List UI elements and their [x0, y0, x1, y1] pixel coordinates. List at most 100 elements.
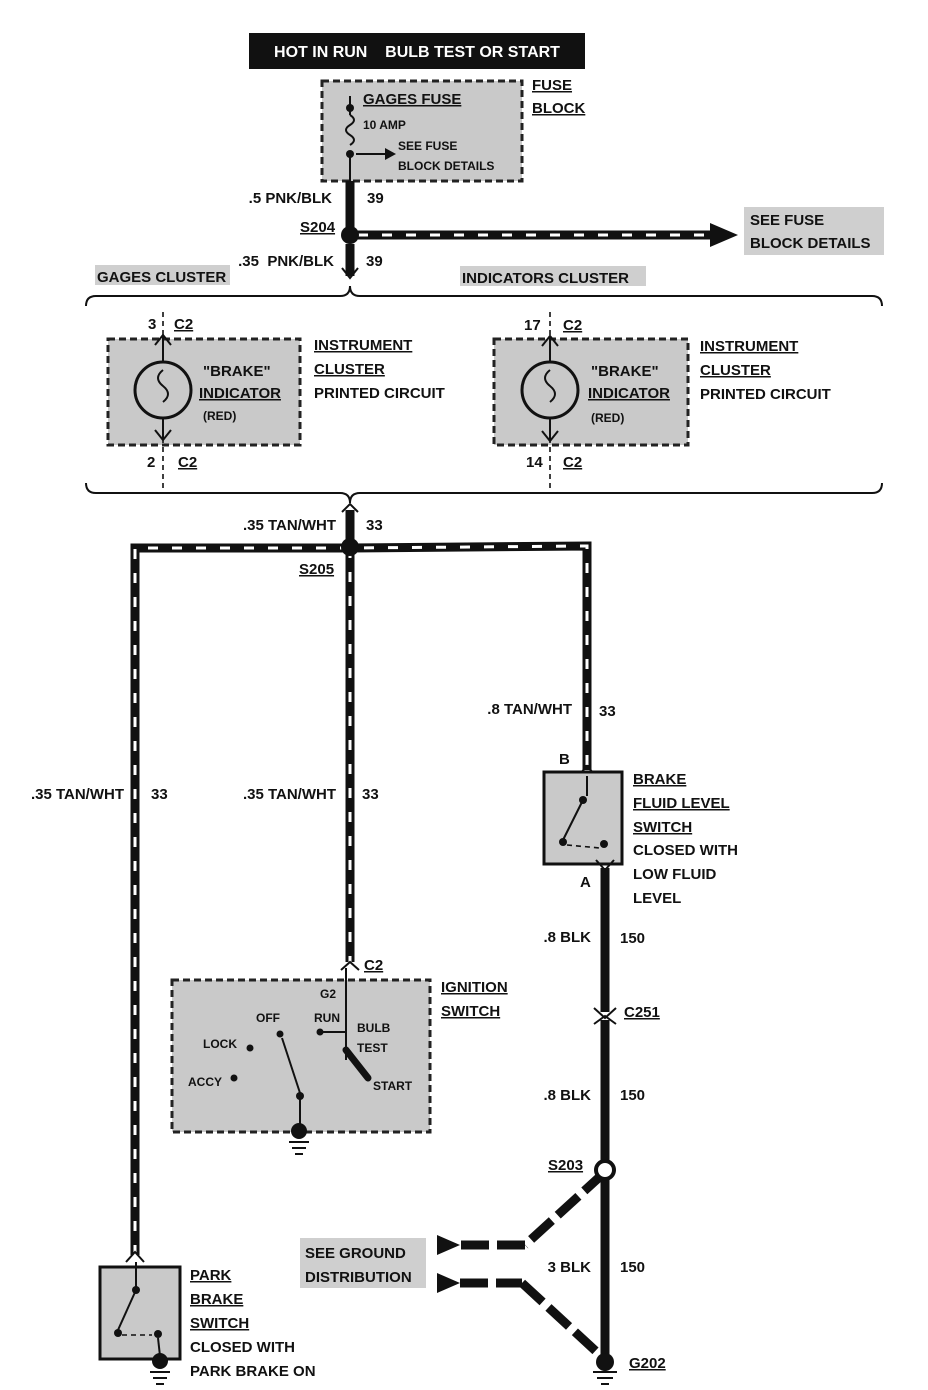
gages-indicator-color: (RED): [203, 409, 236, 423]
ignition-pos-lock: LOCK: [203, 1037, 237, 1051]
brake-fluid-switch-box: [542, 770, 624, 866]
header-title: HOT IN RUN BULB TEST OR START: [274, 44, 560, 61]
brake-fluid-switch-dash: [566, 844, 601, 849]
gages-cluster-label-bg: [95, 265, 230, 285]
brake-fluid-contact-right: [600, 840, 608, 848]
park-brake-label-5: PARK BRAKE ON: [190, 1363, 316, 1380]
wire-blk-2-circuit: 150: [620, 1087, 645, 1104]
indicators-label-3: PRINTED CIRCUIT: [700, 386, 831, 403]
ground-dist-box: [300, 1238, 426, 1288]
indicators-pin-bottom: 14: [526, 454, 543, 471]
ground-dist-2: DISTRIBUTION: [305, 1269, 412, 1286]
wire-left-gauge: .35 TAN/WHT: [31, 786, 124, 803]
wire-mid-circuit: 33: [362, 786, 379, 803]
fuse-block-label-2: BLOCK: [532, 100, 585, 117]
wire-3-gauge: .35 TAN/WHT: [243, 517, 336, 534]
wire-1-gauge: .5 PNK/BLK: [249, 190, 333, 207]
ignition-switch-arm-icon: [281, 1037, 301, 1094]
splice-s204-node: [341, 226, 359, 244]
indicators-indicator-color: (RED): [591, 411, 624, 425]
ignition-conn-label: C2: [364, 957, 383, 974]
wire-left-circuit: 33: [151, 786, 168, 803]
ignition-pos-test: TEST: [357, 1041, 388, 1055]
splice-s203-node: [594, 1159, 616, 1181]
wire-blk-1-circuit: 150: [620, 930, 645, 947]
wire-1-circuit: 39: [367, 190, 384, 207]
see-fuse-details-2: BLOCK DETAILS: [750, 235, 871, 252]
park-brake-contact-bottom: [114, 1329, 122, 1337]
gages-pin-bottom-icon: [154, 429, 172, 442]
gages-pin-top-icon: [154, 333, 172, 346]
wire-tan-wht-bus-stripe: [133, 544, 589, 1255]
brake-fluid-label-6: LEVEL: [633, 890, 681, 907]
cluster-bottom-connector-icon: [341, 502, 359, 513]
indicators-bulb-icon: [520, 360, 580, 420]
brake-fluid-label-5: LOW FLUID: [633, 866, 716, 883]
park-brake-switch-arm-icon: [117, 1289, 137, 1331]
wire-2-circuit: 39: [366, 253, 383, 270]
fuse-block-label-1: FUSE: [532, 77, 572, 94]
gages-pin-top: 3: [148, 316, 156, 333]
fuse-details-arrow-icon: [710, 223, 738, 247]
ignition-ground-node: [291, 1123, 307, 1139]
brake-fluid-label-4: CLOSED WITH: [633, 842, 738, 859]
indicators-cluster-label-bg: [460, 266, 646, 286]
wire-right-circuit: 33: [599, 703, 616, 720]
c251-connector-top-icon: [593, 1007, 617, 1020]
ignition-pos-off: OFF: [256, 1011, 280, 1025]
gages-bulb-icon: [133, 360, 193, 420]
c251-connector-bottom-icon: [593, 1014, 617, 1025]
brake-fluid-label-3: SWITCH: [633, 819, 692, 836]
ignition-label-2: SWITCH: [441, 1003, 500, 1020]
ignition-label-1: IGNITION: [441, 979, 508, 996]
wire-ground-dist-1: [521, 1168, 609, 1249]
brake-fluid-label-2: FLUID LEVEL: [633, 795, 730, 812]
wire-3-circuit: 33: [366, 517, 383, 534]
fuse-node-top: [346, 104, 354, 112]
fuse-detail-1: SEE FUSE: [398, 139, 457, 153]
gages-conn-bottom: C2: [178, 454, 197, 471]
g202-label: G202: [629, 1355, 666, 1372]
gages-fuse-name: GAGES FUSE: [363, 91, 461, 108]
splice-s205-label: S205: [299, 561, 334, 578]
wire-blk-2-gauge: .8 BLK: [543, 1087, 591, 1104]
park-brake-label-1: PARK: [190, 1267, 232, 1284]
ignition-pos-run: RUN: [314, 1011, 340, 1025]
gages-indicator-1: "BRAKE": [203, 363, 271, 380]
ignition-start-contact-icon: [342, 1046, 372, 1082]
fuse-rating: 10 AMP: [363, 118, 406, 132]
gages-pin-bottom: 2: [147, 454, 155, 471]
ignition-pin-g2: G2: [320, 987, 336, 1001]
ground-dist-arrow-1-icon: [437, 1235, 460, 1255]
fuse-detail-2: BLOCK DETAILS: [398, 159, 494, 173]
see-fuse-details-box: [744, 207, 884, 255]
splice-s203-label: S203: [548, 1157, 583, 1174]
indicators-pin-bottom-icon: [541, 430, 559, 443]
park-brake-switch-box: [98, 1265, 182, 1361]
brake-fluid-label-1: BRAKE: [633, 771, 686, 788]
wire-blk-1-gauge: .8 BLK: [543, 929, 591, 946]
indicators-indicator-2: INDICATOR: [588, 385, 670, 402]
wire-tan-wht-bus: [130, 541, 592, 1255]
park-brake-label-4: CLOSED WITH: [190, 1339, 295, 1356]
splice-s205-node: [341, 538, 359, 556]
wire-2-gauge: .35 PNK/BLK: [238, 253, 334, 270]
ignition-contact-accy: [230, 1074, 238, 1082]
indicators-conn-bottom: C2: [563, 454, 582, 471]
park-brake-label-3: SWITCH: [190, 1315, 249, 1332]
wire-ground-dist-2b: [518, 1279, 604, 1359]
park-brake-ground-node: [152, 1353, 168, 1369]
park-brake-label-2: BRAKE: [190, 1291, 243, 1308]
indicators-label-1: INSTRUMENT: [700, 338, 798, 355]
fuse-detail-arrow-icon: [385, 148, 396, 160]
park-brake-contact-right: [154, 1330, 162, 1338]
fuse-element-icon: [345, 114, 355, 146]
indicators-indicator-1: "BRAKE": [591, 363, 659, 380]
indicators-bulb-filament-icon: [544, 369, 556, 403]
gages-cluster-name: GAGES CLUSTER: [97, 269, 226, 286]
gages-indicator-2: INDICATOR: [199, 385, 281, 402]
ground-dist-1: SEE GROUND: [305, 1245, 406, 1262]
c251-label: C251: [624, 1004, 660, 1021]
cluster-brace-top: [85, 285, 883, 307]
